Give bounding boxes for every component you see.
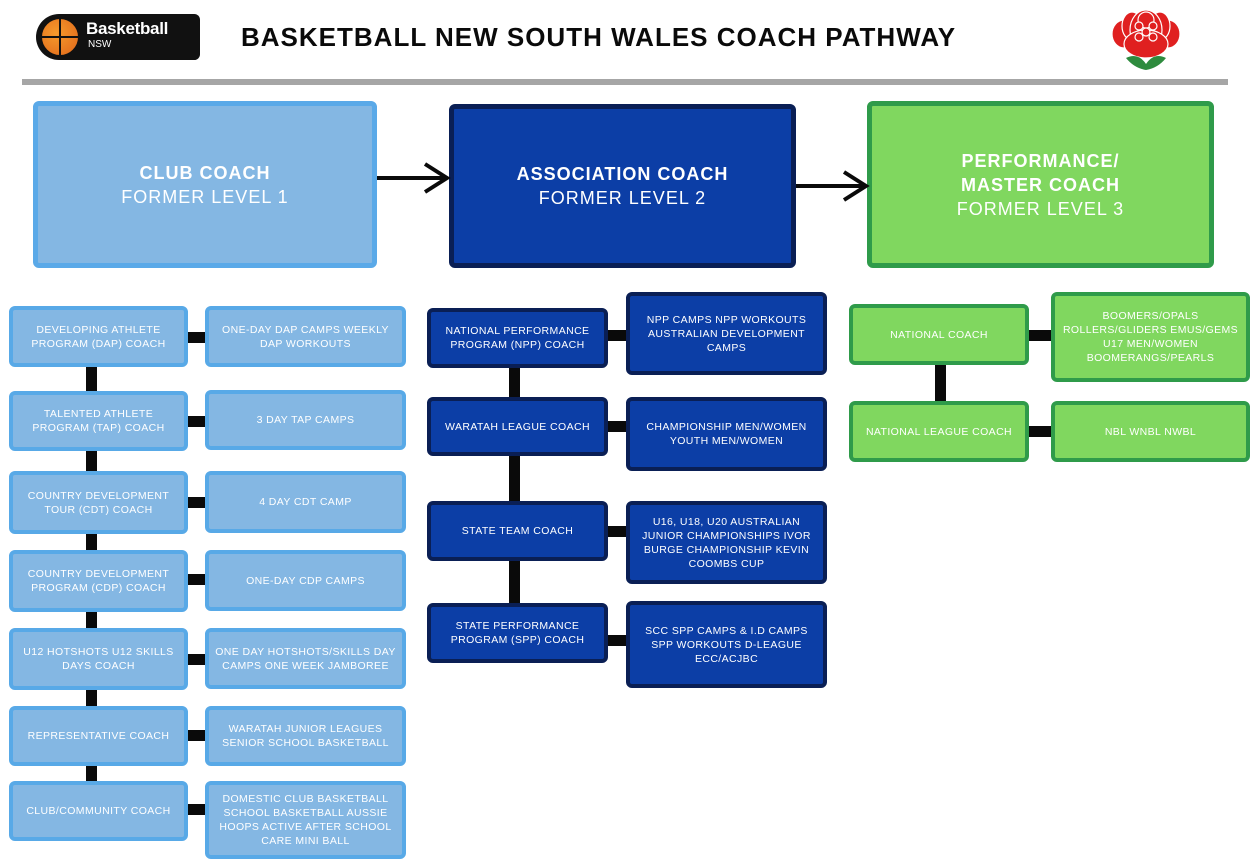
connector-line xyxy=(188,497,205,508)
connector-line xyxy=(608,635,628,646)
arrow-right-icon xyxy=(796,170,870,202)
club-coach-title: CLUB COACH xyxy=(139,162,271,183)
logo-subtext: NSW xyxy=(88,39,112,50)
page-title: BASKETBALL NEW SOUTH WALES COACH PATHWAY xyxy=(241,22,957,52)
club-coach-level: CLUB COACH FORMER LEVEL 1 xyxy=(33,101,377,268)
basketball-nsw-logo: Basketball NSW xyxy=(36,14,200,60)
connector-line xyxy=(86,690,97,706)
connector-line xyxy=(509,456,520,501)
connector-line xyxy=(509,368,520,397)
club-role-box: COUNTRY DEVELOPMENT TOUR (CDT) COACH xyxy=(9,471,188,534)
club-activity-box: ONE DAY HOTSHOTS/SKILLS DAY CAMPS ONE WE… xyxy=(205,628,406,689)
club-role-box: TALENTED ATHLETE PROGRAM (TAP) COACH xyxy=(9,391,188,451)
connector-line xyxy=(188,574,205,585)
club-activity-box: WARATAH JUNIOR LEAGUES SENIOR SCHOOL BAS… xyxy=(205,706,406,766)
association-role-box: STATE PERFORMANCE PROGRAM (SPP) COACH xyxy=(427,603,608,663)
connector-line xyxy=(608,526,628,537)
connector-line xyxy=(188,730,205,741)
club-role-box: U12 HOTSHOTS U12 SKILLS DAYS COACH xyxy=(9,628,188,690)
basketball-icon xyxy=(40,17,80,57)
connector-line xyxy=(86,612,97,628)
connector-line xyxy=(188,332,205,343)
arrow-right-icon xyxy=(377,162,451,194)
connector-line xyxy=(188,416,205,427)
association-activity-box: U16, U18, U20 AUSTRALIAN JUNIOR CHAMPION… xyxy=(626,501,827,584)
association-coach-title: ASSOCIATION COACH xyxy=(516,164,729,184)
association-coach-level: ASSOCIATION COACH FORMER LEVEL 2 xyxy=(449,104,796,268)
performance-role-box: NATIONAL COACH xyxy=(849,304,1029,365)
association-activity-box: NPP CAMPS NPP WORKOUTS AUSTRALIAN DEVELO… xyxy=(626,292,827,375)
connector-line xyxy=(935,365,946,401)
connector-line xyxy=(86,534,97,550)
performance-coach-title: PERFORMANCE/ MASTER COACH xyxy=(961,150,1120,195)
logo-text: Basketball xyxy=(86,19,169,38)
club-role-box: CLUB/COMMUNITY COACH xyxy=(9,781,188,841)
connector-line xyxy=(86,766,97,781)
performance-activity-box: NBL WNBL NWBL xyxy=(1051,401,1250,462)
club-activity-box: DOMESTIC CLUB BASKETBALL SCHOOL BASKETBA… xyxy=(205,781,406,859)
club-activity-box: ONE-DAY DAP CAMPS WEEKLY DAP WORKOUTS xyxy=(205,306,406,367)
association-activity-box: SCC SPP CAMPS & I.D CAMPS SPP WORKOUTS D… xyxy=(626,601,827,688)
club-role-box: REPRESENTATIVE COACH xyxy=(9,706,188,766)
connector-line xyxy=(86,451,97,471)
connector-line xyxy=(509,561,520,603)
performance-role-box: NATIONAL LEAGUE COACH xyxy=(849,401,1029,462)
connector-line xyxy=(188,654,205,665)
association-role-box: STATE TEAM COACH xyxy=(427,501,608,561)
connector-line xyxy=(1029,330,1051,341)
association-coach-subtitle: FORMER LEVEL 2 xyxy=(538,188,707,208)
club-role-box: COUNTRY DEVELOPMENT PROGRAM (CDP) COACH xyxy=(9,550,188,612)
association-role-box: NATIONAL PERFORMANCE PROGRAM (NPP) COACH xyxy=(427,308,608,368)
connector-line xyxy=(1029,426,1051,437)
club-activity-box: ONE-DAY CDP CAMPS xyxy=(205,550,406,611)
connector-line xyxy=(608,330,628,341)
association-activity-box: CHAMPIONSHIP MEN/WOMEN YOUTH MEN/WOMEN xyxy=(626,397,827,471)
connector-line xyxy=(608,421,628,432)
performance-coach-level: PERFORMANCE/ MASTER COACH FORMER LEVEL 3 xyxy=(867,101,1214,268)
club-activity-box: 3 DAY TAP CAMPS xyxy=(205,390,406,450)
connector-line xyxy=(188,804,205,815)
waratah-flower-icon xyxy=(1111,9,1181,70)
connector-line xyxy=(86,367,97,391)
header-divider xyxy=(22,79,1228,85)
club-role-box: DEVELOPING ATHLETE PROGRAM (DAP) COACH xyxy=(9,306,188,367)
performance-activity-box: BOOMERS/OPALS ROLLERS/GLIDERS EMUS/GEMS … xyxy=(1051,292,1250,382)
club-activity-box: 4 DAY CDT CAMP xyxy=(205,471,406,533)
club-coach-subtitle: FORMER LEVEL 1 xyxy=(121,186,289,207)
association-role-box: WARATAH LEAGUE COACH xyxy=(427,397,608,456)
performance-coach-subtitle: FORMER LEVEL 3 xyxy=(956,198,1125,219)
